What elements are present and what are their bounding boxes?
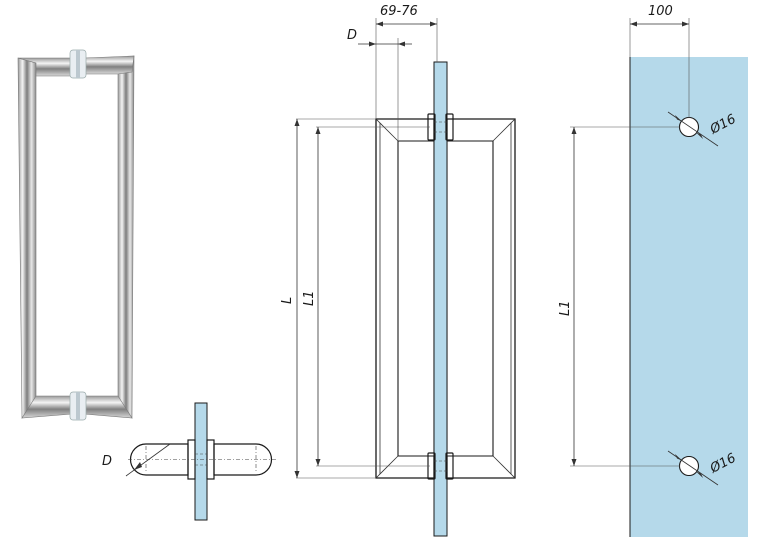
dimension-label-d-side: D	[347, 28, 357, 43]
dimension-label-edge-offset: 100	[648, 4, 673, 19]
detail-standoff-view	[125, 402, 276, 521]
product-photo-handle	[17, 49, 135, 421]
dimension-label-projection: 69-76	[380, 4, 418, 19]
side-view-handle	[294, 18, 516, 537]
drill-hole-top	[678, 116, 700, 138]
dimension-label-l1-side: L1	[302, 290, 317, 306]
glass-drilling-view	[570, 18, 748, 537]
dimension-label-l1-glass: L1	[558, 300, 573, 316]
dimension-label-d-photo: D	[102, 454, 112, 469]
drill-hole-bottom	[678, 455, 700, 477]
dimension-label-l: L	[280, 297, 295, 304]
